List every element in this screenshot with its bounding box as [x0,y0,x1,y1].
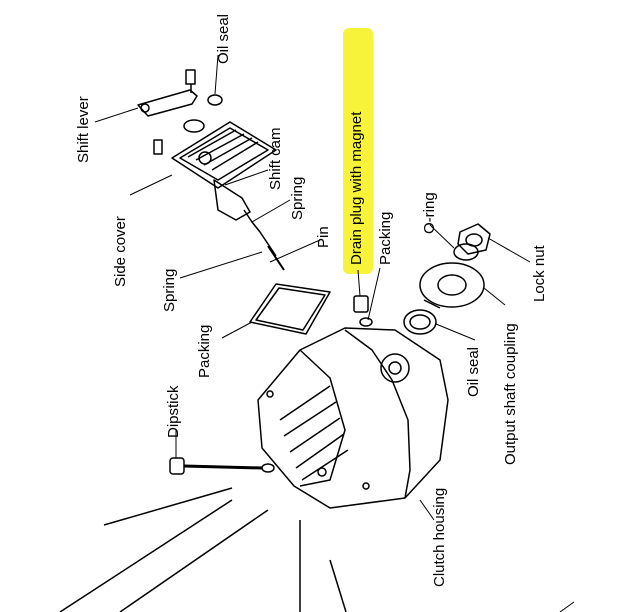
oil-seal-lower-part [403,309,437,335]
shift-lever-part [137,89,198,117]
leader-lock-nut [487,237,531,263]
leader-packing-upper [367,267,381,321]
oil-seal-top-part [183,119,205,133]
label-spring-upper: Spring [289,176,306,220]
label-oil-seal-lower: Oil seal [465,346,482,397]
output-coupling-part [419,262,485,308]
label-lock-nut: Lock nut [531,245,548,302]
leader-packing-lower [221,321,253,339]
label-dipstick: Dipstick [165,385,182,438]
leader-pin [269,239,321,263]
label-shift-cam: Shift cam [267,127,284,190]
spring-part [243,209,277,257]
leader-oil-seal-lower [435,323,476,341]
leader-output-coupling [483,287,506,306]
label-clutch-housing: Clutch housing [431,487,448,587]
dipstick-part [169,457,185,475]
leader-shift-lever [94,107,139,123]
shift-cam-part [213,179,251,221]
side-cover-part [171,121,277,189]
label-side-cover: Side cover [112,216,129,287]
leader-spring-upper [251,199,291,223]
label-packing-lower: Packing [196,324,213,378]
label-output-shaft-coupling: Output shaft coupling [502,323,519,465]
label-pin: Pin [315,226,332,248]
leader-side-cover [129,174,173,196]
leader-spring-lower [179,251,263,279]
leader-o-ring [429,224,455,249]
label-o-ring: O-ring [421,192,438,234]
drain-plug-part [353,295,369,313]
lock-nut-part [457,223,491,255]
leader-drain-plug [357,269,361,297]
lever-bolt [185,69,196,85]
drain-plug-highlight [343,28,373,274]
label-oil-seal-top: Oil seal [215,13,232,64]
packing-gasket [249,283,331,335]
label-drain-plug: Drain plug with magnet [348,111,365,265]
clutch-housing-part [257,327,449,509]
leader-shift-cam [224,169,269,186]
label-packing-upper: Packing [377,211,394,265]
label-spring-lower: Spring [161,268,178,312]
label-shift-lever: Shift lever [75,96,92,163]
leader-oil-seal-top [214,54,219,95]
leader-clutch-housing [419,499,435,521]
